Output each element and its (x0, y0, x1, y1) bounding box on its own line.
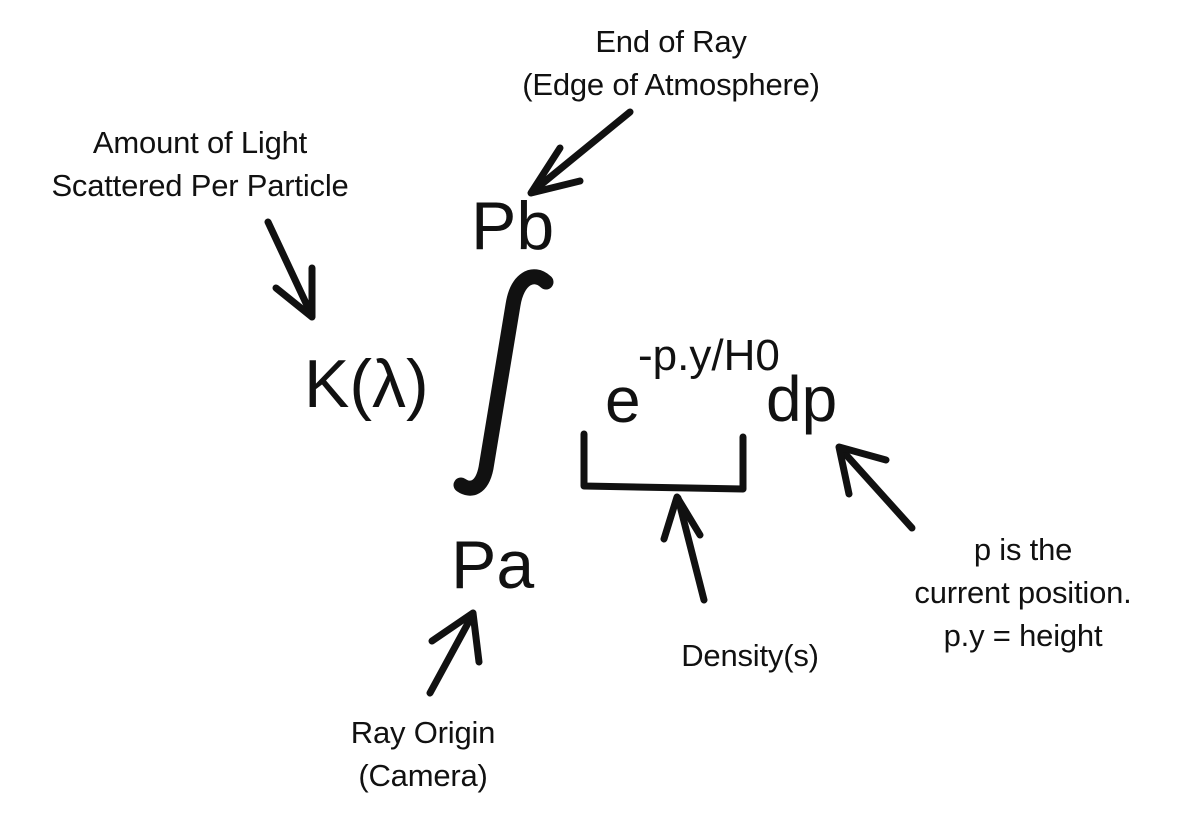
upper-limit: Pb (471, 188, 555, 264)
origin-label: Ray Origin (Camera) (350, 715, 496, 793)
arrow-density (660, 493, 708, 604)
end-of-ray-label: End of Ray (Edge of Atmosphere) (522, 24, 820, 102)
arrow-position (835, 443, 916, 532)
lower-limit: Pa (451, 527, 535, 603)
density-bracket (580, 430, 747, 493)
exponent: -p.y/H0 (638, 331, 780, 380)
integral-sign-shape (453, 269, 554, 496)
position-label: p is the current position. p.y = height (914, 532, 1132, 653)
density-label: Density(s) (681, 638, 819, 673)
coefficient: K(λ) (304, 346, 429, 422)
exponential-base: e (605, 364, 641, 436)
differential: dp (766, 363, 838, 435)
arrow-origin (426, 609, 483, 697)
arrow-scattered (264, 218, 316, 321)
scattered-label: Amount of Light Scattered Per Particle (51, 125, 349, 203)
arrow-end-of-ray (527, 108, 634, 197)
